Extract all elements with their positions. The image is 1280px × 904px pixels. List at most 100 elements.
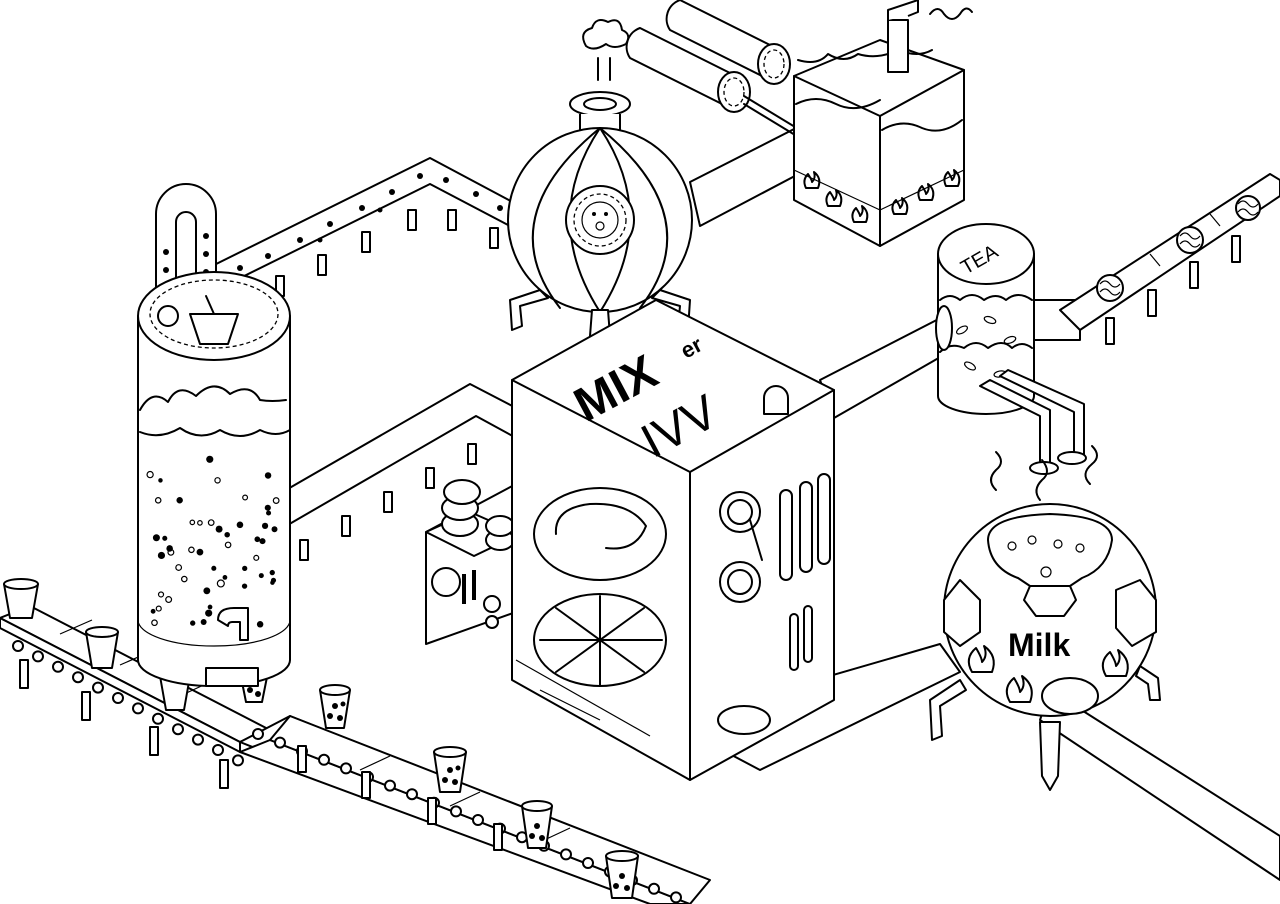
milk-label: Milk [1008,627,1070,663]
filled-cup [319,684,351,729]
boba-pearl [151,619,158,627]
boba-pearl [253,554,260,561]
boba-pearl [152,534,160,542]
boba-pearl [242,494,249,501]
milk-sphere: Milk [929,445,1161,791]
conveyor-roller [340,762,352,775]
conveyor-roller [560,848,572,861]
boba-pearl [259,538,266,545]
conveyor-legs [19,659,503,851]
grain-clump [1235,195,1261,221]
boba-pearl [214,477,221,484]
conveyor-roller [582,857,594,869]
boba-pearl [242,565,248,571]
conveyor-roller [212,744,224,756]
boba-pearl [270,577,277,583]
boba-pearl [157,551,166,560]
boba-pearl [162,535,168,541]
conveyor-roller [384,779,396,792]
boba-pearl [215,525,223,533]
tea-tank: TEA [935,223,1087,475]
boba-pearl [175,564,183,571]
boba-pearl [224,531,230,538]
conveyor-roller [472,814,484,826]
boba-pearl [196,548,204,556]
flame-icons [803,169,961,223]
boba-pearl [165,596,173,604]
boba-pearl [256,621,264,628]
boba-pearl [266,510,272,516]
boba-pearl [180,575,188,583]
boba-pearl [176,496,183,504]
grain-clump [1176,226,1204,254]
boba-pearl [261,522,269,530]
cup-conveyor-belt [0,605,711,904]
empty-cup [3,578,39,619]
boba-pearl [205,609,213,617]
grain-conveyor-belt [1059,173,1280,345]
conveyor-roller [670,891,682,904]
filled-cup [433,746,467,793]
boba-pearl [154,497,162,504]
boba-pearl [222,575,228,580]
flame-icons [967,645,1129,703]
boba-tank [137,183,291,687]
empty-cup [85,626,119,669]
boba-pearl [224,541,232,549]
conveyor-roller [450,805,462,818]
conveyor-roller [132,702,144,715]
filled-cup [521,800,553,849]
conveyor-roller [72,671,84,684]
pressure-sphere [507,19,693,343]
conveyor-roller [92,681,104,694]
conveyor-roller [252,728,264,740]
heating-box [793,0,973,247]
boba-pearl [272,497,280,504]
boba-pearl [150,608,156,614]
boba-pearl [190,620,196,626]
boba-pearl [188,546,195,554]
boba-pearl [157,591,165,598]
boba-pearl [158,478,163,483]
boba-pearl [264,472,272,479]
boba-pearl [216,579,225,588]
pipe-pellets [237,173,503,271]
boba-pearls [146,455,280,628]
conveyor-roller [52,660,64,673]
boba-pearl [146,470,154,479]
boba-pearl [189,519,196,526]
conveyor-roller [192,733,204,746]
conveyor-roller [274,736,286,749]
conveyor-roller [648,882,660,895]
boba-pearl [211,565,217,571]
boba-pearl [207,604,213,610]
conveyor-roller [152,712,164,725]
boba-pearl [236,521,244,529]
boba-pearl [271,526,278,533]
boba-pearl [269,569,275,576]
conveyor-roller [318,753,330,766]
mixer-machine: MIX er IVV [425,299,835,781]
boba-pearl [197,520,203,526]
conveyor-roller [406,788,418,801]
boba-pearl [241,583,248,589]
filled-cup [605,850,639,899]
boba-pearl [206,455,214,463]
boba-pearl [203,587,211,595]
grain-clump [1096,274,1124,302]
boba-pearl [167,548,175,556]
conveyor-roller [172,723,184,736]
boba-pearl [207,519,215,526]
boba-pearl [258,573,264,579]
conveyor-roller [112,692,124,704]
boba-pearl [264,504,271,511]
boba-pearl [254,536,261,543]
boba-pearl [166,545,173,552]
boba-pearl [200,619,207,625]
conveyor-roller [12,640,24,652]
gas-cylinders [625,0,801,139]
boba-pearl [155,605,162,612]
conveyor-roller [32,650,44,663]
conveyor-roller [232,754,244,767]
